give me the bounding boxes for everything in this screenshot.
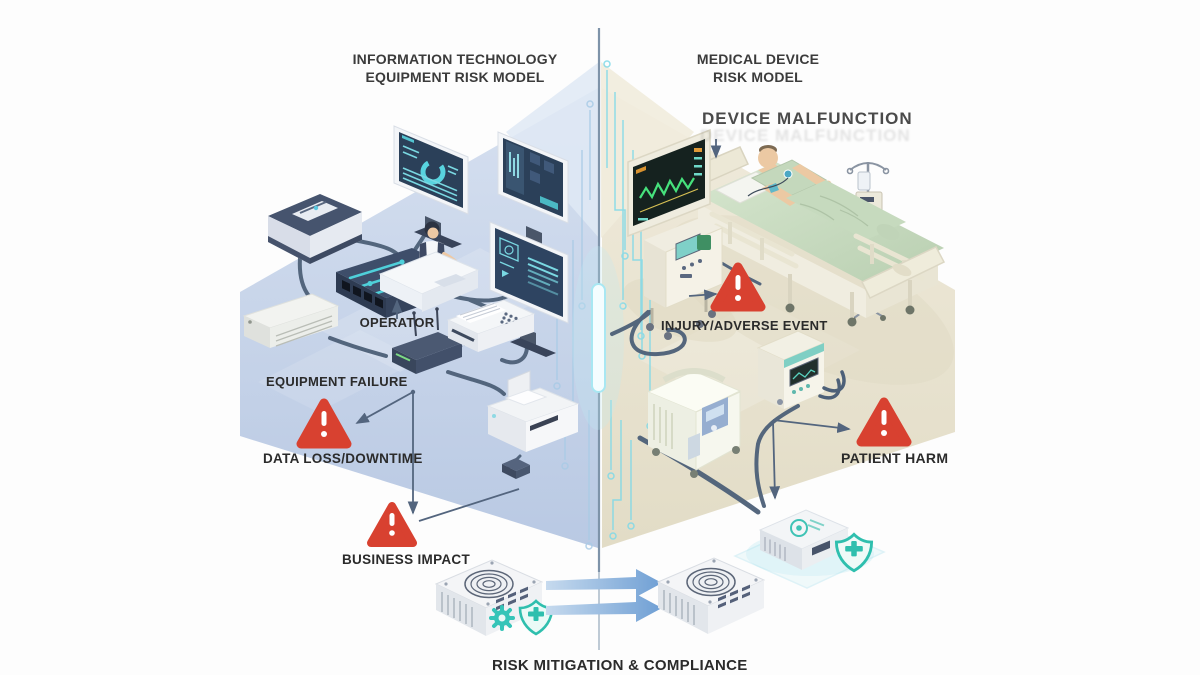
patient-figure <box>747 145 906 241</box>
operator-label: OPERATOR <box>359 315 435 330</box>
handle <box>662 368 726 383</box>
mitigation-flow-arrow-icon <box>546 594 662 622</box>
business-impact-label: BUSINESS IMPACT <box>342 552 471 567</box>
ecg-waveform <box>639 176 695 200</box>
mitigation-flow-arrow-icon <box>546 569 662 597</box>
patient-harm-pointer <box>772 419 851 433</box>
infusion-pump <box>756 330 846 409</box>
certification-seal-icon <box>790 519 808 537</box>
medical-model-title-line2: RISK MODEL <box>713 69 803 86</box>
center-divider <box>572 28 624 650</box>
injury-pointer <box>688 289 718 301</box>
patient-monitor-cart <box>627 128 723 340</box>
warning-triangle-icon <box>296 398 352 449</box>
equipment-failure-label: EQUIPMENT FAILURE <box>266 374 408 389</box>
server-box <box>242 293 340 348</box>
document-scanner <box>268 194 362 264</box>
it-mitigation-device <box>434 559 544 636</box>
risk-mitigation-label: RISK MITIGATION & COMPLIANCE <box>492 657 748 674</box>
warning-triangle-icon <box>367 502 417 547</box>
connector-box <box>502 458 530 479</box>
gas-module <box>697 235 711 250</box>
it-model-title: INFORMATION TECHNOLOGY EQUIPMENT RISK MO… <box>300 50 610 87</box>
operator-desk <box>378 251 480 312</box>
compliant-device <box>657 557 765 635</box>
warning-triangle-icon <box>710 262 766 312</box>
shield-cross-icon <box>834 532 874 573</box>
oxygen-concentrator <box>646 368 742 478</box>
fax-machine <box>446 299 536 352</box>
patient-harm-label: PATIENT HARM <box>841 450 949 466</box>
certified-medical-device <box>733 509 886 589</box>
ecg-sensor <box>783 169 793 179</box>
certified-device-pointer <box>769 420 781 500</box>
humidifier-bottle <box>688 433 700 460</box>
gear-icon <box>489 605 515 631</box>
divider-glow-capsule <box>591 283 606 393</box>
device-malfunction-label: DEVICE MALFUNCTION <box>702 109 913 128</box>
it-model-title-line2: EQUIPMENT RISK MODEL <box>365 69 545 86</box>
pump-screen <box>789 357 819 387</box>
equipment-failure-pointer <box>355 391 414 424</box>
hospital-bed <box>685 145 946 327</box>
pointer-arrows <box>355 139 851 522</box>
data-loss-downtime-label: DATA LOSS/DOWNTIME <box>263 451 423 466</box>
medical-model-title-line1: MEDICAL DEVICE <box>696 51 820 67</box>
analytics-monitor-1 <box>393 125 469 248</box>
downtime-link-line <box>418 488 520 522</box>
injury-adverse-event-label: INJURY/ADVERSE EVENT <box>661 318 828 333</box>
fan-icon <box>464 569 514 599</box>
it-model-title-line1: INFORMATION TECHNOLOGY <box>352 51 558 67</box>
warning-triangle-icon <box>856 397 912 447</box>
analytics-monitor-3 <box>489 221 569 357</box>
medical-model-title: MEDICAL DEVICE RISK MODEL <box>648 50 868 87</box>
wireless-router <box>392 307 462 374</box>
laser-printer <box>486 370 580 452</box>
device-malfunction-ghost: DEVICE MALFUNCTION <box>700 126 911 145</box>
